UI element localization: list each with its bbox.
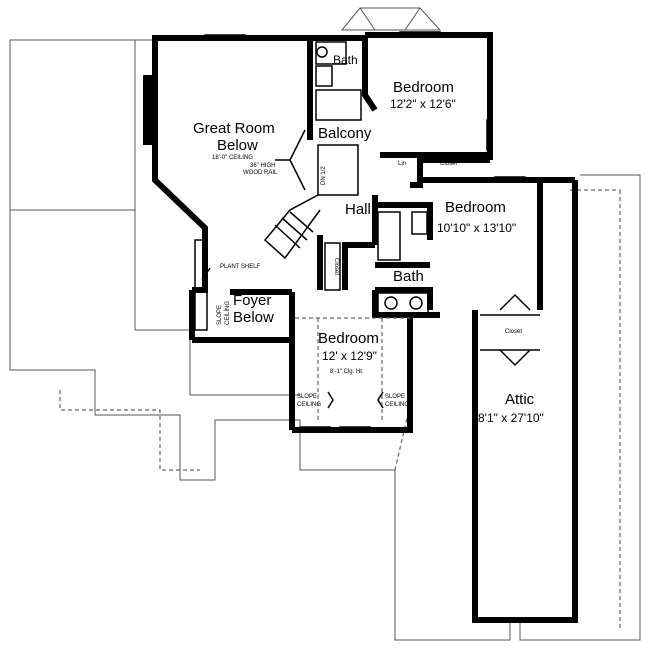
balcony-label: Balcony (318, 125, 372, 142)
great-room-label-2: Below (217, 137, 258, 154)
slope-right-2: CEILING (385, 402, 409, 408)
bedroom-1-size: 12'2" x 12'6" (390, 97, 456, 111)
great-room-label-1: Great Room (193, 120, 275, 137)
hall-label: Hall (345, 201, 371, 218)
plant-shelf-label: PLANT SHELF (220, 264, 261, 270)
hall-closet-label: Closet (333, 258, 339, 275)
bedroom-3-size: 12' x 12'9" (322, 349, 377, 363)
foyer-slope-2: CEILING (225, 301, 231, 325)
wood-rail-label-1: 36" HIGH (250, 163, 275, 169)
roof-outline (9, 7, 641, 641)
attic-closet-label: Closet (505, 329, 522, 335)
slope-arrow-left-icon (327, 391, 334, 409)
slope-arrow-right-icon (377, 391, 384, 409)
bath-top-label: Bath (333, 53, 358, 67)
attic-size: 8'1" x 27'10" (478, 411, 544, 425)
fixtures (194, 31, 540, 432)
great-room-ceiling: 18'-0" CEILING (212, 155, 253, 161)
bedroom-1-label: Bedroom (393, 79, 454, 96)
wood-rail-label-2: WOOD RAIL (243, 170, 278, 176)
bedroom-3-label: Bedroom (318, 330, 379, 347)
slope-left-1: SLOPE (297, 394, 317, 400)
closet-1-label: Closet (440, 161, 457, 167)
foyer-label-2: Below (233, 309, 274, 326)
bath-mid-label: Bath (393, 268, 424, 285)
slope-left-2: CEILING (297, 402, 321, 408)
attic-label: Attic (505, 391, 535, 408)
lin-label: Lin (398, 161, 406, 167)
stair-down-label: DN 1/2 (321, 166, 327, 185)
bedroom-2-label: Bedroom (445, 199, 506, 216)
foyer-label-1: Foyer (233, 292, 271, 309)
walls (143, 32, 578, 623)
foyer-slope-1: SLOPE (217, 305, 223, 325)
slope-right-1: SLOPE (385, 394, 405, 400)
bedroom-2-size: 10'10" x 13'10" (437, 221, 516, 235)
bedroom-3-ceiling: 8'-1" Clg. Ht. (330, 369, 364, 375)
